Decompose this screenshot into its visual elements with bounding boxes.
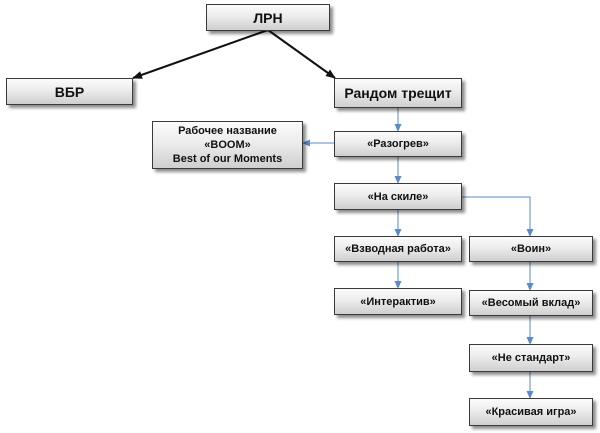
node-lrn: ЛРН <box>206 4 330 31</box>
arrow-lrn-to-random <box>267 29 336 79</box>
node-vbr: ВБР <box>6 78 133 105</box>
node-vzvodnaya-rabota: «Взводная работа» <box>334 236 462 262</box>
node-boom: Рабочее название «BOOM» Best of our Mome… <box>152 121 303 169</box>
node-ne-standart: «Не стандарт» <box>469 344 593 372</box>
node-razogrev: «Разогрев» <box>334 131 462 157</box>
node-interaktiv: «Интерактив» <box>334 288 462 315</box>
node-voin: «Воин» <box>469 236 593 262</box>
node-boom-line2: «BOOM» <box>204 139 251 151</box>
node-na-skile: «На скиле» <box>334 183 462 210</box>
node-boom-line1: Рабочее название <box>178 125 277 137</box>
arrow-naskile-to-voin <box>462 196 534 237</box>
node-random: Рандом трещит <box>334 78 462 108</box>
node-krasivaya-igra: «Красивая игра» <box>469 398 593 426</box>
node-vesomyi-vklad: «Весомый вклад» <box>469 290 593 316</box>
arrow-lrn-to-vbr <box>132 29 269 79</box>
node-boom-line3: Best of our Moments <box>172 153 283 165</box>
